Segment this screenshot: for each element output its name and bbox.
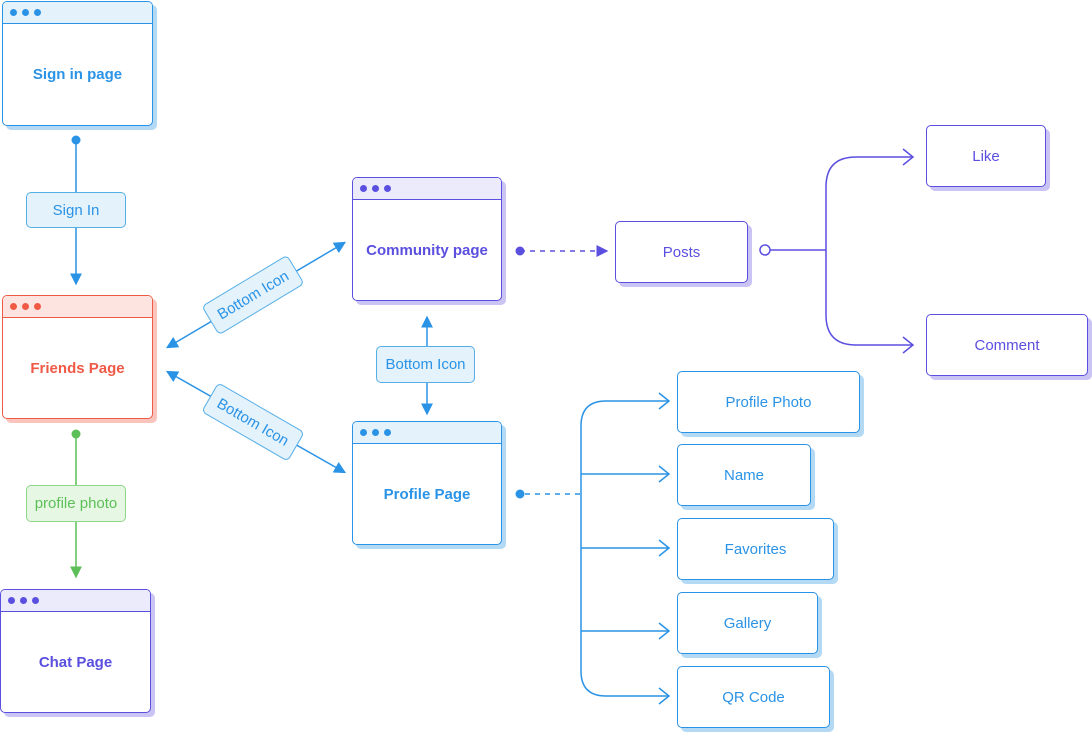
window-dot-icon — [360, 185, 367, 192]
profile-page-window[interactable]: Profile Page — [352, 421, 502, 545]
window-titlebar — [3, 296, 152, 318]
window-dot-icon — [384, 185, 391, 192]
window-title: Sign in page — [32, 66, 123, 83]
window-dot-icon — [22, 303, 29, 310]
profile-item-qr-code[interactable]: QR Code — [677, 666, 830, 728]
edge-community-posts — [515, 245, 609, 257]
window-dot-icon — [384, 429, 391, 436]
window-titlebar — [353, 422, 501, 444]
comment-box[interactable]: Comment — [926, 314, 1088, 376]
window-dot-icon — [34, 303, 41, 310]
chat-page-window[interactable]: Chat Page — [0, 589, 151, 713]
community-page-window[interactable]: Community page — [352, 177, 502, 301]
friends-page-window[interactable]: Friends Page — [2, 295, 153, 419]
window-title: Chat Page — [38, 653, 113, 671]
window-titlebar — [353, 178, 501, 200]
profile-item-favorites[interactable]: Favorites — [677, 518, 834, 580]
edge-posts-branch — [759, 148, 915, 354]
edge-label-profile-photo: profile photo — [26, 485, 126, 522]
window-dot-icon — [360, 429, 367, 436]
edge-profile-branch — [515, 392, 671, 705]
window-dot-icon — [22, 9, 29, 16]
edge-label-sign-in: Sign In — [26, 192, 126, 228]
window-titlebar — [3, 2, 152, 24]
like-box[interactable]: Like — [926, 125, 1046, 187]
window-dot-icon — [20, 597, 27, 604]
profile-item-gallery[interactable]: Gallery — [677, 592, 818, 654]
window-title: Community page — [366, 241, 488, 259]
sign-in-page-window[interactable]: Sign in page — [2, 1, 153, 126]
window-dot-icon — [10, 303, 17, 310]
window-title: Friends Page — [30, 359, 125, 377]
window-dot-icon — [10, 9, 17, 16]
window-dot-icon — [372, 429, 379, 436]
window-dot-icon — [32, 597, 39, 604]
window-dot-icon — [8, 597, 15, 604]
profile-item-profile-photo[interactable]: Profile Photo — [677, 371, 860, 433]
posts-box[interactable]: Posts — [615, 221, 748, 283]
profile-item-name[interactable]: Name — [677, 444, 811, 506]
window-title: Profile Page — [383, 485, 471, 503]
edge-label-community-profile: Bottom Icon — [376, 346, 475, 383]
window-titlebar — [1, 590, 150, 612]
window-dot-icon — [34, 9, 41, 16]
window-dot-icon — [372, 185, 379, 192]
